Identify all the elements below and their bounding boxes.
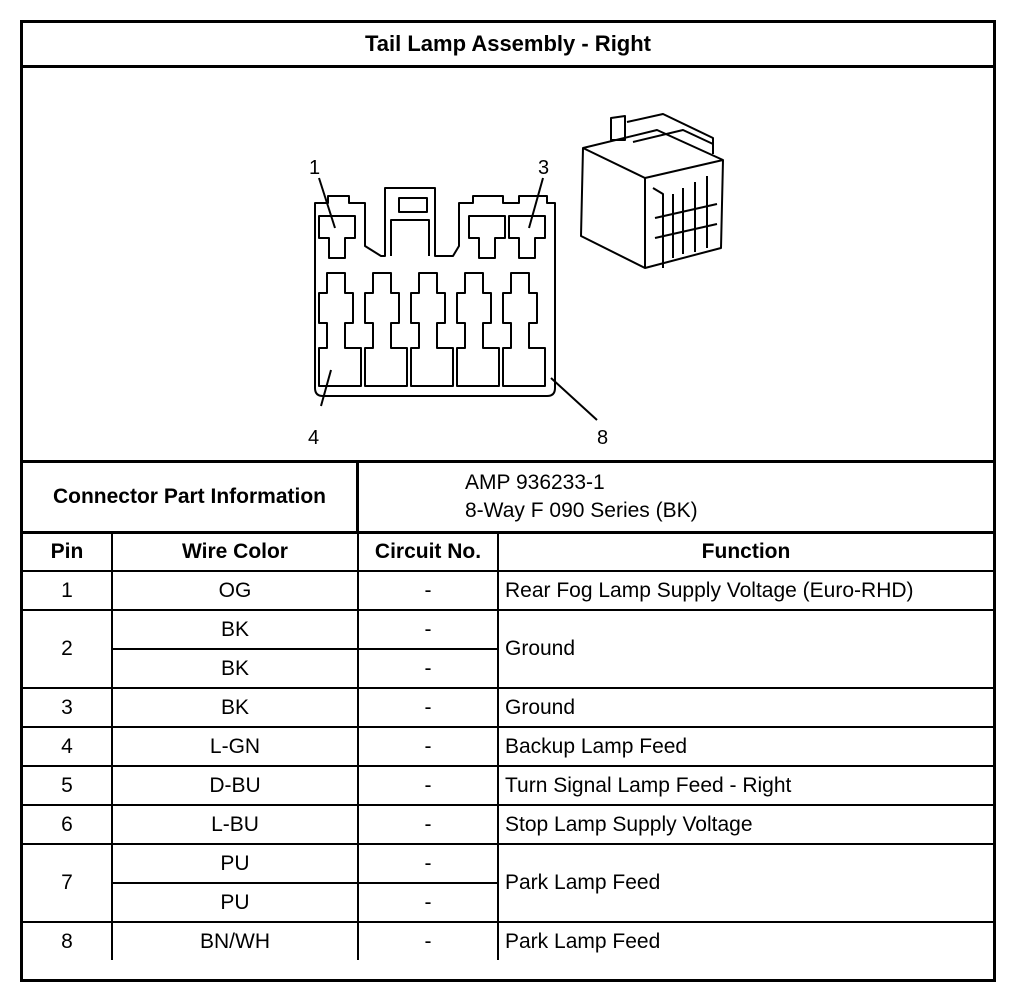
wire-color: PU: [112, 882, 359, 923]
header-function: Function: [497, 534, 993, 572]
table-row: 3 BK - Ground: [23, 687, 993, 728]
wire-color: D-BU: [111, 765, 359, 806]
table-row: 4 L-GN - Backup Lamp Feed: [23, 726, 993, 767]
wire-color: BN/WH: [111, 921, 359, 960]
wire-color: OG: [111, 570, 359, 611]
table-row: 5 D-BU - Turn Signal Lamp Feed - Right: [23, 765, 993, 806]
pin-callout-3: 3: [538, 157, 549, 179]
wire-color: PU: [111, 843, 359, 884]
header-pin: Pin: [23, 534, 113, 572]
pin-number: 2: [23, 609, 113, 689]
cavity-3: [508, 215, 546, 259]
table-header-row: Pin Wire Color Circuit No. Function: [23, 534, 993, 572]
connector-part-info-row: Connector Part Information AMP 936233-1 …: [23, 463, 993, 534]
pin-function: Rear Fog Lamp Supply Voltage (Euro-RHD): [497, 570, 993, 611]
wire-color: L-BU: [111, 804, 359, 845]
wire-color: L-GN: [111, 726, 359, 767]
pin-number: 3: [23, 687, 113, 728]
circuit-number: -: [357, 609, 499, 650]
circuit-number: -: [357, 726, 499, 767]
wire-color: BK: [111, 609, 359, 650]
pin-callout-1: 1: [309, 157, 320, 179]
connector-sheet: Tail Lamp Assembly - Right: [20, 20, 996, 982]
table-row: 1 OG - Rear Fog Lamp Supply Voltage (Eur…: [23, 570, 993, 611]
pin-table: Pin Wire Color Circuit No. Function 1 OG…: [23, 534, 993, 960]
latch-window: [398, 197, 428, 213]
table-row: PU -: [23, 882, 993, 923]
cavity-7: [456, 272, 500, 387]
circuit-number: -: [357, 882, 498, 923]
pin-number: 7: [23, 843, 113, 923]
wire-color: BK: [111, 687, 359, 728]
pin-callout-4: 4: [308, 427, 319, 449]
connector-isometric-view: [580, 113, 724, 269]
cavity-1: [318, 215, 356, 259]
cavity-8: [502, 272, 546, 387]
cavity-5: [364, 272, 408, 387]
table-row: 7 PU - Park Lamp Feed: [23, 843, 993, 923]
pin-number: 1: [23, 570, 113, 611]
pin-callouts: 1 3 4 8: [308, 157, 608, 449]
pin-callout-8: 8: [597, 427, 608, 449]
leader-line-4: [320, 369, 332, 407]
pin-function: Turn Signal Lamp Feed - Right: [497, 765, 993, 806]
leader-line-1: [318, 177, 336, 229]
pin-function: Backup Lamp Feed: [497, 726, 993, 767]
pin-number: 6: [23, 804, 113, 845]
circuit-number: -: [357, 921, 499, 960]
circuit-number: -: [357, 687, 499, 728]
header-wire-color: Wire Color: [111, 534, 359, 572]
table-row: 8 BN/WH - Park Lamp Feed: [23, 921, 993, 960]
table-row: BK -: [23, 648, 993, 689]
cavity-6: [410, 272, 454, 387]
pin-number: 5: [23, 765, 113, 806]
connector-description: 8-Way F 090 Series (BK): [465, 499, 698, 522]
header-circuit-no: Circuit No.: [357, 534, 499, 572]
connector-body-outline: [314, 187, 556, 397]
pin-function: Park Lamp Feed: [497, 921, 993, 960]
circuit-number: -: [357, 843, 499, 884]
circuit-number: -: [357, 648, 498, 689]
pin-function: Ground: [497, 687, 993, 728]
pin-number: 8: [23, 921, 113, 960]
connector-part-info-value: AMP 936233-1 8-Way F 090 Series (BK): [359, 463, 993, 531]
connector-part-info-label: Connector Part Information: [23, 463, 359, 531]
wire-color: BK: [112, 648, 359, 689]
pin-function: Park Lamp Feed: [497, 843, 993, 923]
table-row: 2 BK - Ground: [23, 609, 993, 689]
circuit-number: -: [357, 804, 499, 845]
pin-function: Ground: [497, 609, 993, 689]
connector-diagram: 1 3 4 8: [23, 68, 993, 463]
cavity-4: [318, 272, 362, 387]
circuit-number: -: [357, 570, 499, 611]
cavity-2: [468, 215, 506, 259]
page-title: Tail Lamp Assembly - Right: [23, 23, 993, 68]
circuit-number: -: [357, 765, 499, 806]
connector-part-number: AMP 936233-1: [465, 471, 605, 494]
leader-line-8: [550, 377, 598, 421]
pin-function: Stop Lamp Supply Voltage: [497, 804, 993, 845]
leader-line-3: [528, 177, 544, 229]
connector-face-drawing: 1 3 4 8: [308, 113, 724, 449]
table-row: 6 L-BU - Stop Lamp Supply Voltage: [23, 804, 993, 845]
pin-number: 4: [23, 726, 113, 767]
